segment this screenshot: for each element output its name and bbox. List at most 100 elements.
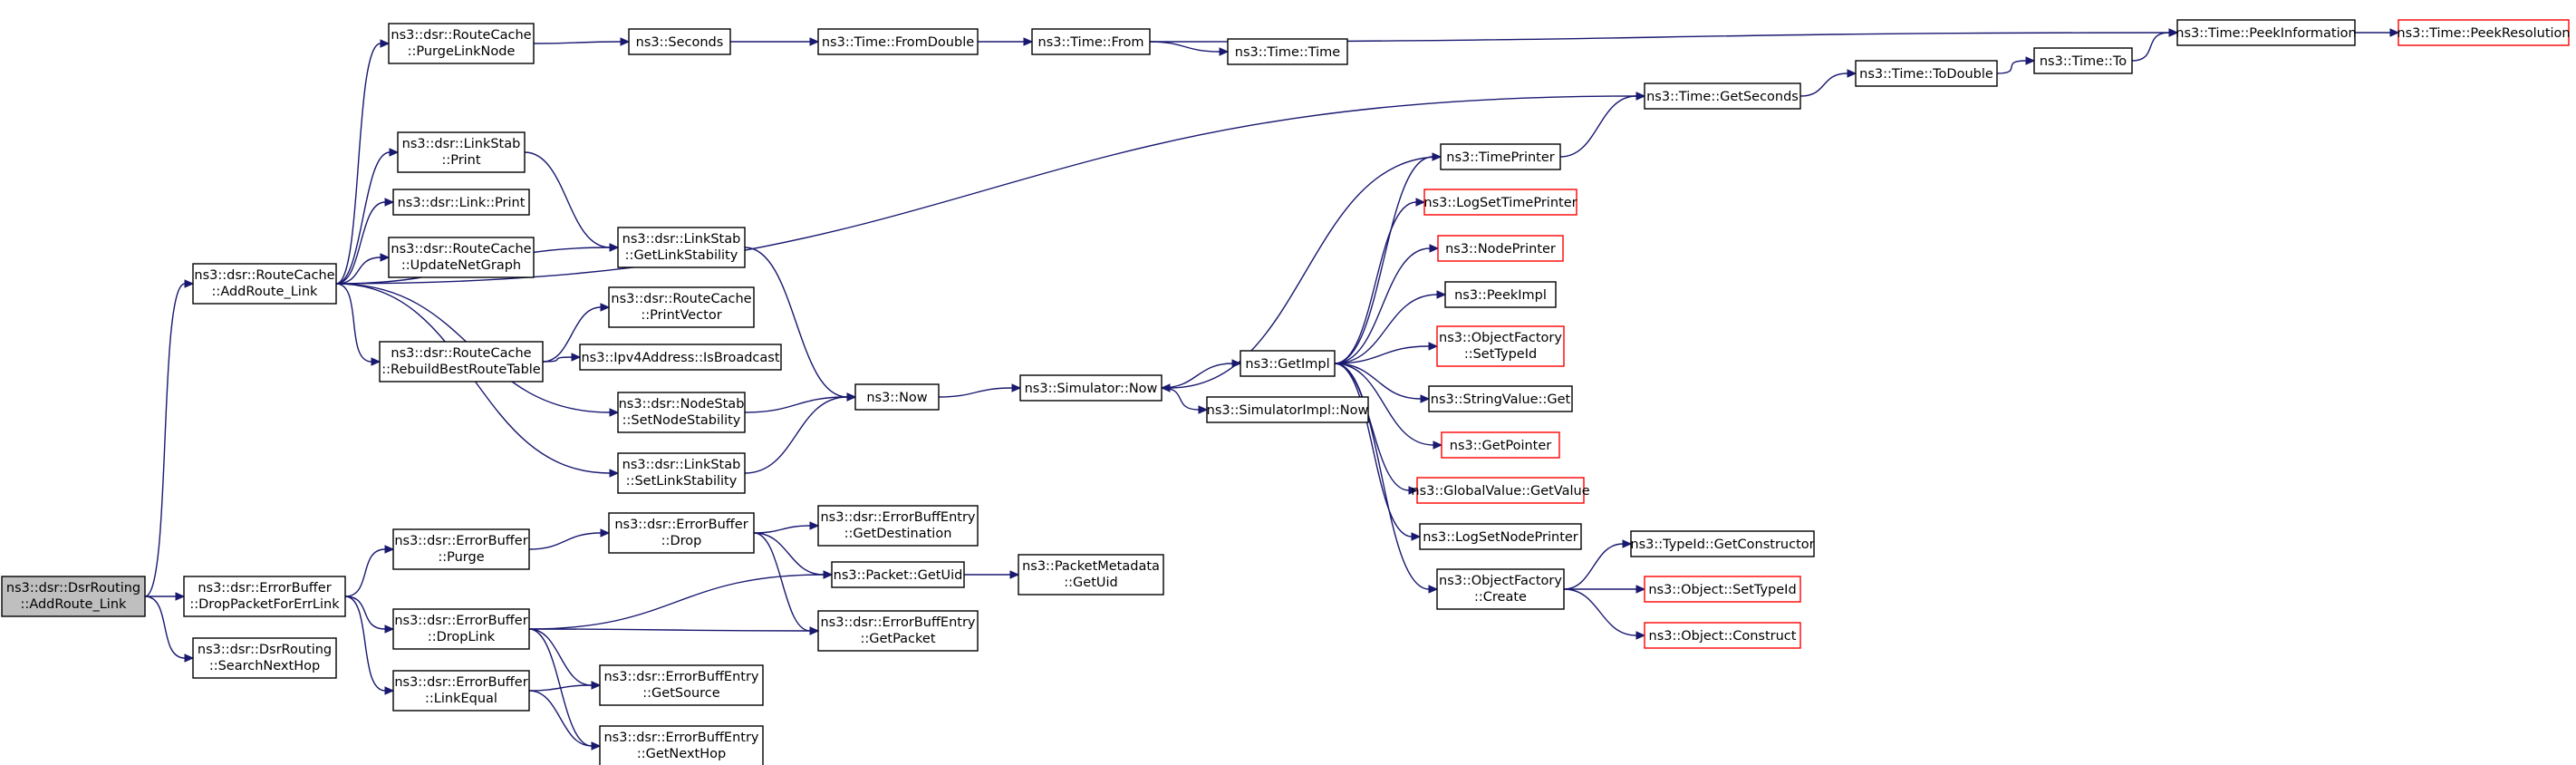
edge-getimpl-to-of-create: [1334, 363, 1439, 594]
arrowhead: [1428, 342, 1439, 351]
node-box: [1437, 235, 1564, 262]
node-sim-now[interactable]: ns3::Simulator::Now: [1019, 374, 1163, 402]
node-time-fromdouble[interactable]: ns3::Time::FromDouble: [817, 28, 979, 55]
node-root[interactable]: ns3::dsr::DsrRouting::AddRoute_Link: [1, 576, 146, 617]
node-box: [1419, 523, 1582, 550]
arrowhead: [1009, 570, 1020, 579]
node-globalvalue-getvalue[interactable]: ns3::GlobalValue::GetValue: [1411, 477, 1590, 504]
node-nodeprinter[interactable]: ns3::NodePrinter: [1437, 235, 1564, 262]
edge-rc-addroute-to-ls-print: [335, 148, 400, 285]
node-rc-purge[interactable]: ns3::dsr::RouteCache::PurgeLinkNode: [388, 23, 535, 64]
edge-time-getseconds-to-time-todouble: [1799, 69, 1857, 97]
node-box: [1855, 60, 1998, 87]
edge-seconds-to-time-fromdouble: [730, 37, 820, 46]
edge-of-create-to-object-settypeid: [1563, 585, 1646, 594]
node-label: ::UpdateNetGraph: [401, 258, 521, 273]
node-ls-print[interactable]: ns3::dsr::LinkStab::Print: [397, 131, 526, 173]
node-time-to[interactable]: ns3::Time::To: [2033, 47, 2133, 74]
edge-line: [1149, 41, 1220, 53]
node-time-from[interactable]: ns3::Time::From: [1031, 28, 1151, 55]
edge-time-from-to-time-time: [1149, 41, 1230, 56]
node-box: [392, 608, 530, 650]
node-box: [1444, 281, 1557, 308]
node-rc-updatenet[interactable]: ns3::dsr::RouteCache::UpdateNetGraph: [388, 237, 535, 278]
node-label: ns3::dsr::LinkStab: [622, 458, 741, 472]
arrowhead: [1635, 585, 1646, 594]
node-ebe-getdest[interactable]: ns3::dsr::ErrorBuffEntry::GetDestination: [817, 505, 979, 547]
node-box: [397, 131, 526, 173]
node-logsetnodeprinter[interactable]: ns3::LogSetNodePrinter: [1419, 523, 1582, 550]
node-eb-droplink[interactable]: ns3::dsr::ErrorBuffer::DropLink: [392, 608, 530, 650]
node-packet-getuid[interactable]: ns3::Packet::GetUid: [831, 561, 965, 588]
node-label: ns3::Simulator::Now: [1025, 382, 1158, 396]
node-of-settypeid[interactable]: ns3::ObjectFactory::SetTypeId: [1436, 325, 1565, 367]
node-ls-getstab[interactable]: ns3::dsr::LinkStab::GetLinkStability: [617, 227, 746, 268]
edge-getimpl-to-logsetnodeprinter: [1334, 363, 1422, 541]
node-ns-setnode[interactable]: ns3::dsr::NodeStab::SetNodeStability: [617, 392, 746, 433]
node-ebe-getpacket[interactable]: ns3::dsr::ErrorBuffEntry::GetPacket: [817, 610, 979, 652]
node-ipv4-bcast[interactable]: ns3::Ipv4Address::IsBroadcast: [579, 344, 782, 371]
node-link-print[interactable]: ns3::dsr::Link::Print: [392, 189, 530, 216]
node-box: [599, 664, 764, 706]
node-now[interactable]: ns3::Now: [854, 383, 940, 411]
node-time-todouble[interactable]: ns3::Time::ToDouble: [1855, 60, 1998, 87]
arrowhead: [1198, 405, 1209, 414]
edge-timeprinter-to-sim-now: [1160, 156, 1442, 392]
edge-line: [1563, 588, 1637, 636]
node-ls-setstab[interactable]: ns3::dsr::LinkStab::SetLinkStability: [617, 452, 746, 494]
edge-line: [1799, 73, 1848, 97]
node-label: ns3::dsr::RouteCache: [611, 292, 751, 306]
node-rc-printvector[interactable]: ns3::dsr::RouteCache::PrintVector: [608, 286, 755, 328]
node-typeid-getctor[interactable]: ns3::TypeId::GetConstructor: [1630, 530, 1815, 557]
node-label: ns3::ObjectFactory: [1439, 331, 1562, 345]
node-ebe-getsource[interactable]: ns3::dsr::ErrorBuffEntry::GetSource: [599, 664, 764, 706]
arrowhead: [609, 469, 620, 478]
node-eb-purge[interactable]: ns3::dsr::ErrorBuffer::Purge: [392, 528, 530, 570]
node-eb-drop[interactable]: ns3::dsr::ErrorBuffer::Drop: [608, 512, 755, 554]
node-box: [192, 263, 337, 305]
node-object-settypeid[interactable]: ns3::Object::SetTypeId: [1644, 576, 1801, 603]
edge-line: [753, 532, 825, 576]
node-getpointer[interactable]: ns3::GetPointer: [1441, 431, 1560, 459]
node-searchnexthop[interactable]: ns3::dsr::DsrRouting::SearchNextHop: [192, 637, 337, 679]
node-object-construct[interactable]: ns3::Object::Construct: [1644, 622, 1801, 649]
edge-rc-addroute-to-rc-rebuild: [335, 283, 381, 366]
arrowhead: [380, 253, 391, 262]
node-label: ns3::Now: [866, 391, 927, 405]
edge-time-fromdouble-to-time-from: [978, 37, 1034, 46]
edge-sim-now-to-simimpl-now: [1161, 387, 1209, 414]
node-stringvalue-get[interactable]: ns3::StringValue::Get: [1428, 385, 1573, 412]
node-timeprinter[interactable]: ns3::TimePrinter: [1440, 143, 1561, 170]
node-logsettimeprinter[interactable]: ns3::LogSetTimePrinter: [1423, 189, 1577, 216]
node-simimpl-now[interactable]: ns3::SimulatorImpl::Now: [1206, 396, 1369, 423]
node-label: ::GetNextHop: [637, 747, 726, 761]
node-time-time[interactable]: ns3::Time::Time: [1227, 38, 1348, 65]
node-eb-droppkt[interactable]: ns3::dsr::ErrorBuffer::DropPacketForErrL…: [183, 576, 346, 617]
node-time-getseconds[interactable]: ns3::Time::GetSeconds: [1644, 82, 1801, 110]
edge-line: [335, 95, 1637, 285]
node-label: ns3::dsr::ErrorBuffer: [394, 675, 527, 690]
node-getimpl[interactable]: ns3::GetImpl: [1240, 350, 1336, 377]
node-seconds[interactable]: ns3::Seconds: [628, 28, 731, 55]
node-time-peekres[interactable]: ns3::Time::PeekResolution: [2397, 19, 2571, 46]
arrowhead: [389, 148, 400, 157]
node-pktmeta-getuid[interactable]: ns3::PacketMetadata::GetUid: [1018, 554, 1164, 596]
node-ebe-getnexthop[interactable]: ns3::dsr::ErrorBuffEntry::GetNextHop: [599, 725, 764, 765]
node-of-create[interactable]: ns3::ObjectFactory::Create: [1436, 568, 1565, 610]
node-rc-rebuild[interactable]: ns3::dsr::RouteCache::RebuildBestRouteTa…: [379, 341, 544, 382]
node-time-peekinfo[interactable]: ns3::Time::PeekInformation: [2176, 19, 2357, 46]
node-rc-addroute[interactable]: ns3::dsr::RouteCache::AddRoute_Link: [192, 263, 337, 305]
edge-getimpl-to-logsettimeprinter: [1334, 198, 1426, 364]
node-label: ns3::Seconds: [636, 35, 724, 50]
edge-eb-droppkt-to-eb-linkequal: [344, 596, 395, 695]
node-label: ns3::Time::From: [1038, 35, 1144, 50]
edge-eb-drop-to-ebe-getdest: [753, 521, 820, 534]
node-label: ns3::LogSetNodePrinter: [1423, 530, 1578, 545]
edge-root-to-rc-addroute: [144, 279, 195, 597]
arrowhead: [380, 39, 391, 48]
edge-line: [1334, 156, 1433, 364]
edge-line: [1334, 247, 1431, 364]
edge-root-to-searchnexthop: [144, 596, 195, 663]
node-eb-linkequal[interactable]: ns3::dsr::ErrorBuffer::LinkEqual: [392, 670, 530, 712]
node-peekimpl[interactable]: ns3::PeekImpl: [1444, 281, 1557, 308]
